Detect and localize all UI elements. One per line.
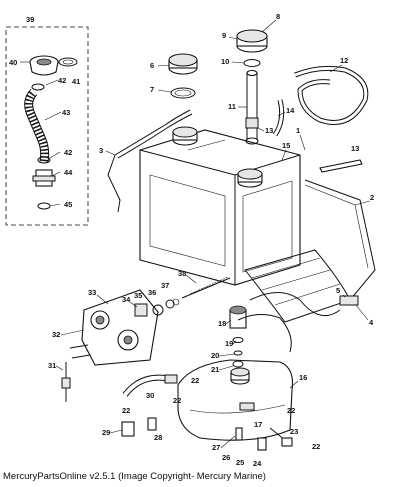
callout-44: 44 <box>64 168 73 177</box>
callout-25: 25 <box>236 458 244 467</box>
callout-11: 11 <box>228 102 236 111</box>
callout-23: 23 <box>290 427 298 436</box>
callout-13: 13 <box>265 126 273 135</box>
callout-30: 30 <box>146 391 154 400</box>
callout-22d: 22 <box>287 406 295 415</box>
copyright-footer: MercuryPartsOnline v2.5.1 (Image Copyrig… <box>3 471 266 482</box>
fuel-tank <box>139 126 301 286</box>
callout-22c: 22 <box>191 376 199 385</box>
inset-detail-panel <box>5 26 89 226</box>
callout-22b: 22 <box>173 396 181 405</box>
fuel-line-5 <box>249 292 341 317</box>
fuel-hose-assembly <box>121 374 293 451</box>
callout-42: 42 <box>58 76 66 85</box>
callout-43: 43 <box>62 108 70 117</box>
fuel-line-bracket <box>107 154 121 213</box>
callout-20: 20 <box>211 351 219 360</box>
callout-28: 28 <box>154 433 162 442</box>
callout-5: 5 <box>336 286 340 295</box>
callout-41: 41 <box>72 77 80 86</box>
callout-7: 7 <box>150 85 154 94</box>
callout-39: 39 <box>26 15 34 24</box>
hold-down-strap <box>319 159 363 173</box>
callout-26: 26 <box>222 453 230 462</box>
callout-15: 15 <box>282 141 290 150</box>
vent-hose-coil <box>272 65 369 137</box>
callout-12: 12 <box>340 56 348 65</box>
callout-18: 18 <box>218 319 226 328</box>
callout-8: 8 <box>276 12 280 21</box>
callout-9: 9 <box>222 31 226 40</box>
callout-27: 27 <box>212 443 220 452</box>
callout-42b: 42 <box>64 148 72 157</box>
callout-29: 29 <box>102 428 110 437</box>
fuel-system-parts-diagram: 39 40 41 42 43 42 44 45 6 7 8 9 10 11 12… <box>5 12 376 468</box>
callout-35: 35 <box>134 291 142 300</box>
callout-6: 6 <box>150 61 154 70</box>
callout-45: 45 <box>64 200 72 209</box>
callout-19: 19 <box>225 339 233 348</box>
callout-22e: 22 <box>312 442 320 451</box>
callout-21: 21 <box>211 365 219 374</box>
portable-fuel-tank <box>177 359 294 441</box>
callout-24v: 24 <box>253 459 262 468</box>
fuel-pickup <box>245 69 259 145</box>
callout-3: 3 <box>99 146 103 155</box>
callout-2: 2 <box>370 193 374 202</box>
callout-33: 33 <box>88 288 96 297</box>
filter-stack <box>229 305 247 368</box>
fuel-line-part <box>114 109 193 159</box>
callout-16: 16 <box>299 373 307 382</box>
fuel-connector-assembly <box>61 276 231 402</box>
callouts: 39 40 41 42 43 42 44 45 6 7 8 9 10 11 12… <box>9 12 374 468</box>
callout-1: 1 <box>296 126 300 135</box>
callout-22: 22 <box>122 406 130 415</box>
callout-14: 14 <box>286 106 295 115</box>
callout-34: 34 <box>122 295 131 304</box>
callout-13b: 13 <box>351 144 359 153</box>
callout-40: 40 <box>9 58 17 67</box>
callout-38: 38 <box>178 269 186 278</box>
callout-17: 17 <box>254 420 262 429</box>
callout-37: 37 <box>161 281 169 290</box>
callout-36: 36 <box>148 288 156 297</box>
callout-4: 4 <box>369 318 374 327</box>
tank-caps <box>168 29 268 99</box>
callout-10: 10 <box>221 57 229 66</box>
callout-32: 32 <box>52 330 60 339</box>
callout-31: 31 <box>48 361 56 370</box>
